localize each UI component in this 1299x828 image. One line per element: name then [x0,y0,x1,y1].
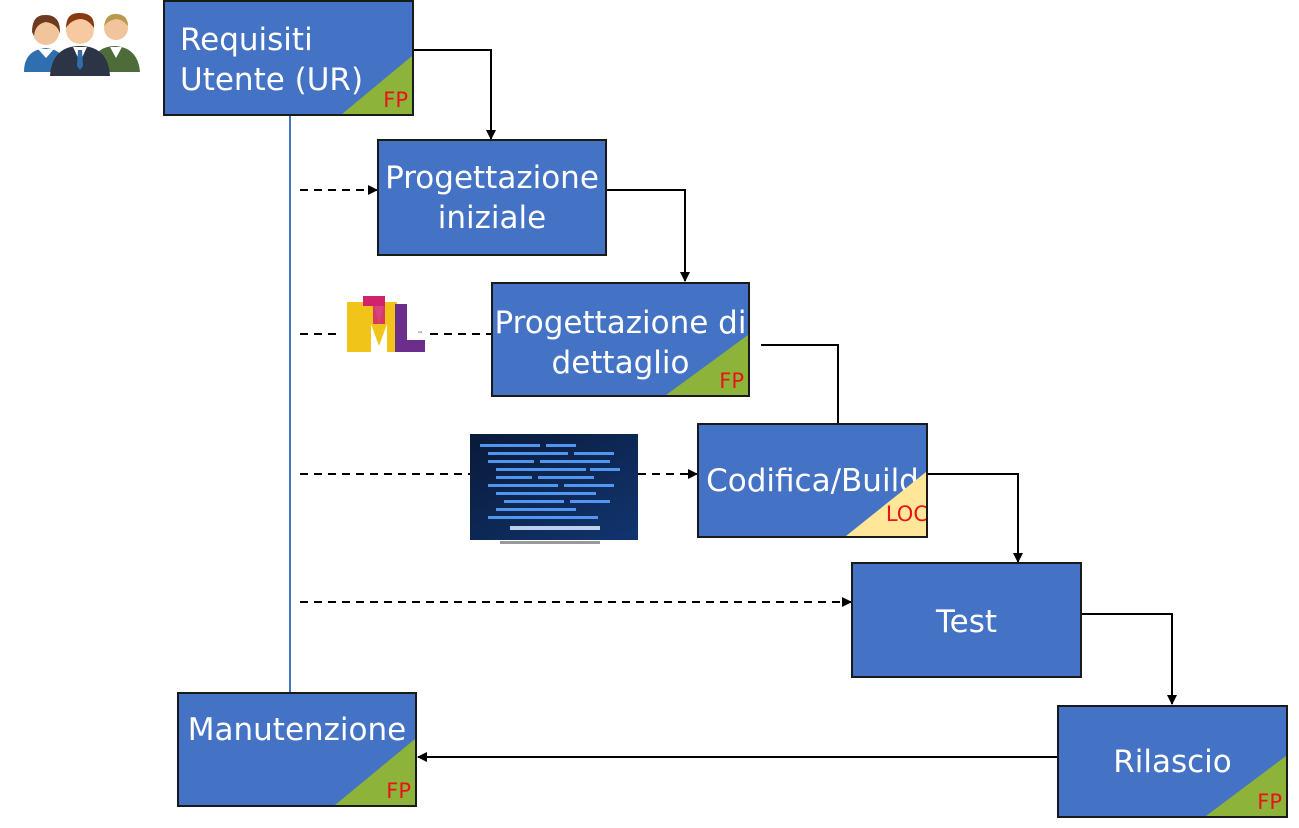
phase-manutenzione: Manutenzione FP [177,692,417,807]
loc-badge: LOC [885,502,928,526]
code-screen-image [470,434,638,544]
phase-label: Manutenzione [187,712,407,748]
phase-label: Codifica/Build [706,463,919,499]
phase-progettazione-iniziale: Progettazione iniziale [377,139,607,256]
arrow-progettazione-to-dettaglio [606,189,690,282]
fp-badge: FP [386,779,411,803]
phase-label: Requisiti Utente (UR) [180,22,364,98]
fp-badge: FP [1257,790,1282,814]
arrow-requisiti-to-progettazione [413,49,496,140]
svg-text:™: ™ [417,331,423,338]
fp-badge: FP [383,88,408,112]
arrow-dettaglio-to-codifica [761,344,843,433]
phase-label: Progettazione di dettaglio [494,305,747,381]
arrow-test-to-rilascio [1080,613,1177,705]
phase-test: Test [851,562,1082,678]
users-icon [24,12,140,76]
phase-codifica-build: Codifica/Build LOC [697,423,928,538]
phase-rilascio: Rilascio FP [1057,705,1288,818]
phase-requisiti-utente: Requisiti Utente (UR) FP [163,0,414,116]
phase-label: Test [935,604,998,640]
uml-logo-icon: ™ [347,296,425,352]
phase-label: Rilascio [1113,744,1232,780]
arrow-codifica-to-test [927,473,1023,563]
phase-progettazione-dettaglio: Progettazione di dettaglio FP [491,282,750,397]
phase-label: Progettazione iniziale [385,160,599,236]
fp-badge: FP [719,369,744,393]
